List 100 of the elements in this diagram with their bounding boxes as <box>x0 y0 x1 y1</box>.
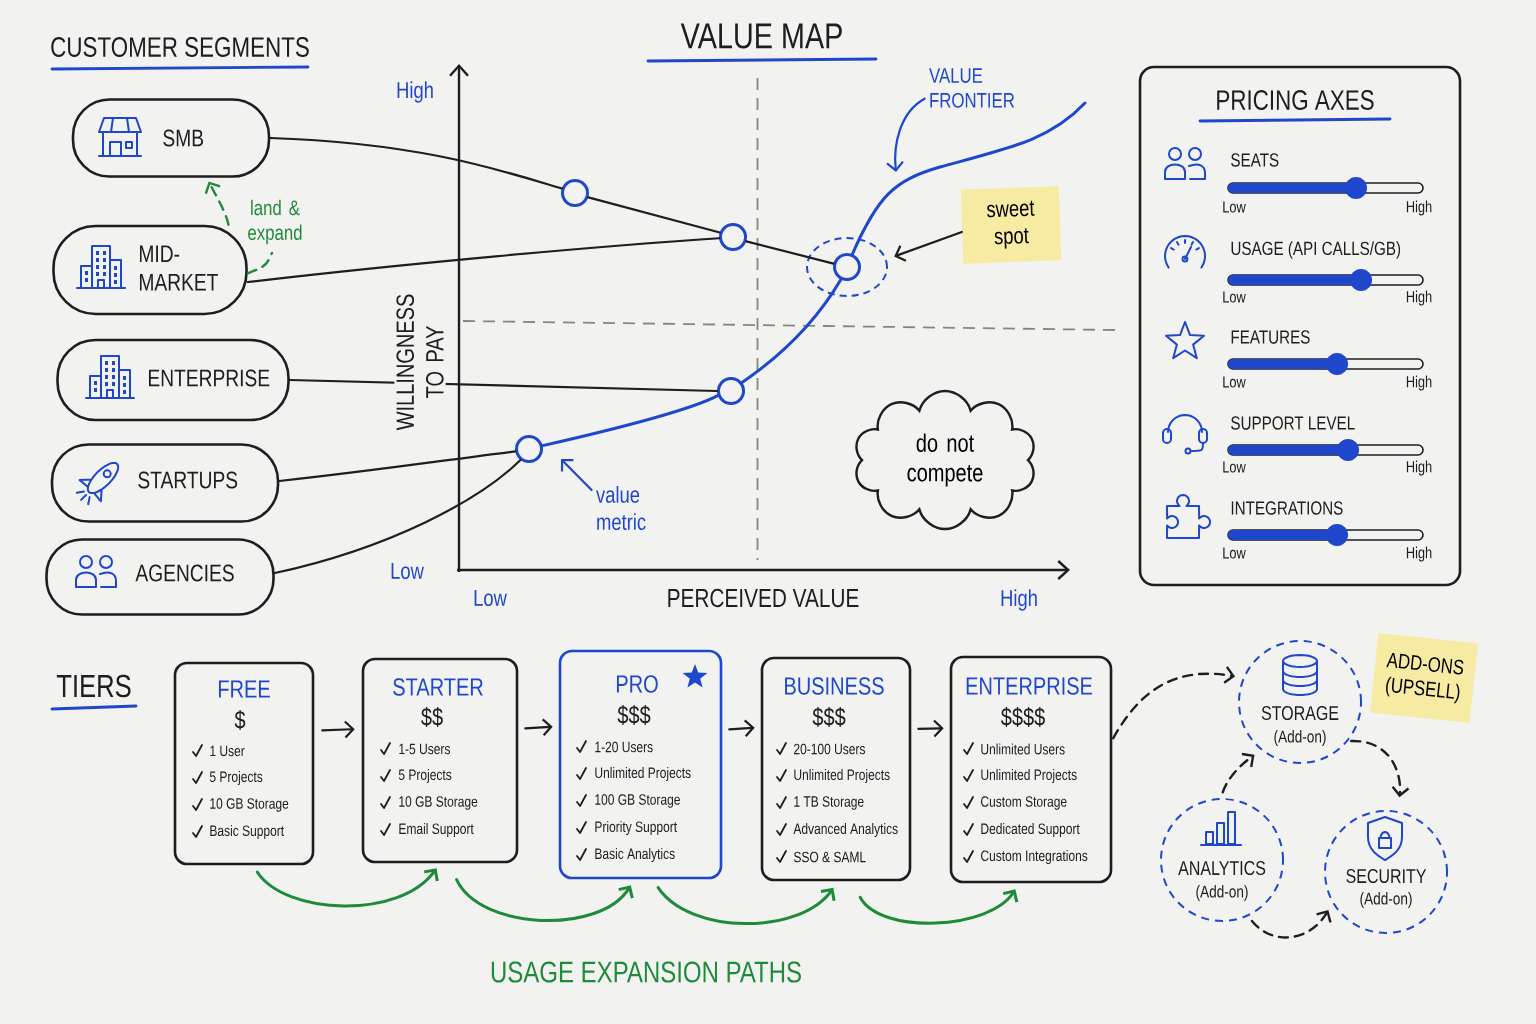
segment-pill: MID- MARKET <box>52 224 248 316</box>
arrow <box>917 719 944 738</box>
curved-arrow <box>656 886 836 926</box>
scale-label: Low <box>1223 461 1246 473</box>
dashed-arrow <box>204 181 274 275</box>
connector-line <box>587 196 721 234</box>
connector-line <box>269 136 563 190</box>
addon-circle <box>1160 798 1284 922</box>
section-heading: TIERS <box>56 674 131 698</box>
chart-point <box>561 179 589 207</box>
axis-title: WILLINGNESS TO PAY <box>394 281 446 443</box>
feature-item: Custom Storage <box>981 796 1067 810</box>
segment-pill: ENTERPRISE <box>56 338 290 422</box>
axis-title: PERCEIVED VALUE <box>668 588 859 608</box>
section-heading: VALUE MAP <box>680 23 842 49</box>
tier-name: BUSINESS <box>785 677 884 695</box>
axis-label: Low <box>474 590 507 607</box>
scale-label: High <box>1406 375 1432 391</box>
feature-item: 100 GB Storage <box>595 794 680 808</box>
addon-circle <box>1238 640 1362 764</box>
price-label: $$$ <box>812 706 846 728</box>
scale-label: High <box>1406 290 1432 306</box>
curved-arrow <box>255 868 439 908</box>
dashed-ellipse <box>806 237 888 297</box>
price-label: $$$$ <box>1001 706 1045 728</box>
slider-title: SEATS <box>1231 153 1279 167</box>
dashed-arrow <box>1221 752 1255 794</box>
chart-point <box>717 377 745 405</box>
tier-card <box>173 661 315 866</box>
scale-label: Low <box>1223 291 1246 303</box>
feature-item: 10 GB Storage <box>210 798 289 812</box>
addon-name: SECURITY <box>1346 868 1427 884</box>
tier-card <box>361 657 519 864</box>
scale-label: Low <box>1223 201 1246 213</box>
feature-item: 1-5 Users <box>399 743 450 755</box>
segment-pill: STARTUPS <box>50 443 280 523</box>
addon-subtitle: (Add-on) <box>1360 892 1412 908</box>
axis-label: High <box>397 81 433 103</box>
sticky-note: sweet spot <box>960 186 1062 264</box>
dashed-arrow <box>1250 909 1332 939</box>
arrow <box>321 720 355 739</box>
connector-line <box>273 458 522 575</box>
panel-card <box>1138 65 1462 587</box>
segment-pill: AGENCIES <box>45 538 275 616</box>
dashed-arrow <box>1112 666 1236 740</box>
price-label: $$$ <box>617 704 651 726</box>
arrow <box>524 718 553 737</box>
scale-label: Low <box>1223 376 1246 388</box>
feature-item: 5 Projects <box>209 771 263 785</box>
sticky-note: ADD-ONS (UPSELL) <box>1370 633 1478 723</box>
feature-item: Dedicated Support <box>981 823 1080 837</box>
feature-item: 1-20 Users <box>595 741 653 753</box>
slider-title: SUPPORT LEVEL <box>1231 416 1355 430</box>
scale-label: High <box>1406 200 1432 216</box>
feature-item: 5 Projects <box>398 769 452 783</box>
chart-point <box>719 223 747 251</box>
value-curve <box>541 394 720 448</box>
addon-circle <box>1324 810 1448 934</box>
chart-point <box>833 253 861 281</box>
feature-item: 10 GB Storage <box>399 796 478 810</box>
addon-subtitle: (Add-on) <box>1274 730 1326 746</box>
addon-name: STORAGE <box>1261 705 1339 721</box>
scale-label: High <box>1406 546 1432 562</box>
thought-cloud: do not compete <box>855 389 1035 531</box>
addon-subtitle: (Add-on) <box>1196 885 1248 901</box>
edge-label: land & expand <box>241 197 309 247</box>
tier-name: STARTER <box>393 678 483 696</box>
curved-arrow <box>858 889 1019 925</box>
feature-item: Unlimited Projects <box>794 769 890 783</box>
tier-name: FREE <box>218 680 270 698</box>
addon-name: ANALYTICS <box>1178 860 1266 876</box>
feature-item: Unlimited Users <box>981 743 1065 755</box>
slider-title: FEATURES <box>1231 330 1310 344</box>
tier-card <box>949 655 1113 884</box>
feature-item: Priority Support <box>595 821 677 835</box>
callout-label: VALUE FRONTIER <box>929 68 1015 108</box>
feature-item: 1 TB Storage <box>794 796 864 810</box>
axis-label: Low <box>391 563 424 580</box>
feature-item: Unlimited Projects <box>981 769 1077 783</box>
chart-point <box>515 435 543 463</box>
pointer-arrow <box>894 230 963 262</box>
connector-line <box>745 240 835 265</box>
slider-title: USAGE (API CALLS/GB) <box>1231 241 1401 259</box>
feature-item: Advanced Analytics <box>793 823 898 837</box>
feature-item: 20-100 Users <box>794 743 865 755</box>
tier-name: ENTERPRISE <box>966 677 1093 695</box>
feature-item: Basic Support <box>210 825 284 839</box>
price-label: $ <box>234 709 246 731</box>
tier-card <box>558 649 723 880</box>
dashed-arrow <box>1350 739 1410 798</box>
feature-item: SSO & SAML <box>793 851 866 863</box>
tier-name: PRO <box>616 675 658 693</box>
axis-label: High <box>1001 589 1037 611</box>
feature-item: Email Support <box>399 823 474 837</box>
connector-line <box>278 450 517 483</box>
scale-label: High <box>1406 460 1432 476</box>
section-heading: USAGE EXPANSION PATHS <box>491 961 801 983</box>
leader-arrow <box>560 459 593 492</box>
feature-item: Basic Analytics <box>595 848 675 862</box>
connector-line <box>246 237 721 284</box>
